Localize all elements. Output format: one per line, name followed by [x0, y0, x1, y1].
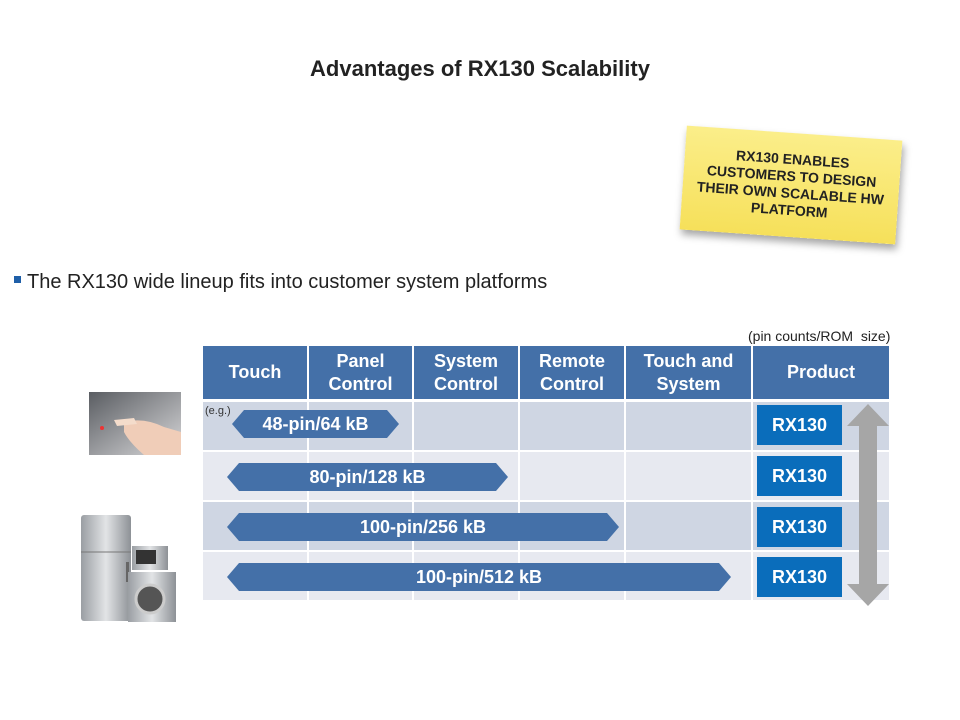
- scalability-double-arrow-icon: [847, 404, 889, 606]
- header-system-control: System Control: [414, 346, 518, 399]
- slide-title: Advantages of RX130 Scalability: [310, 56, 650, 81]
- eg-label: (e.g.): [205, 405, 231, 417]
- header-product: Product: [753, 346, 889, 399]
- header-panel-control: Panel Control: [309, 346, 412, 399]
- product-badge: RX130: [757, 557, 842, 597]
- package-arrow: 48-pin/64 kB: [232, 410, 399, 438]
- unit-note: (pin counts/ROM size): [748, 328, 891, 344]
- sticky-note-text: RX130 ENABLES CUSTOMERS TO DESIGN THEIR …: [696, 147, 885, 221]
- package-arrow: 100-pin/256 kB: [227, 513, 619, 541]
- divider: [624, 346, 626, 601]
- home-appliances-image: [81, 515, 176, 622]
- bullet-square-icon: [14, 276, 21, 284]
- package-arrow: 100-pin/512 kB: [227, 563, 731, 591]
- header-remote-control: Remote Control: [520, 346, 624, 399]
- divider: [518, 346, 520, 601]
- sticky-note: RX130 ENABLES CUSTOMERS TO DESIGN THEIR …: [679, 125, 903, 245]
- touch-panel-image: [89, 392, 181, 455]
- bullet-point: The RX130 wide lineup fits into customer…: [14, 271, 547, 294]
- product-badge: RX130: [757, 456, 842, 496]
- package-arrow: 80-pin/128 kB: [227, 463, 508, 491]
- product-badge: RX130: [757, 405, 842, 445]
- header-touch: Touch: [203, 346, 307, 399]
- bullet-text: The RX130 wide lineup fits into customer…: [27, 271, 548, 293]
- product-badge: RX130: [757, 507, 842, 547]
- divider: [751, 346, 753, 601]
- header-touch-and-system: Touch and System: [626, 346, 751, 399]
